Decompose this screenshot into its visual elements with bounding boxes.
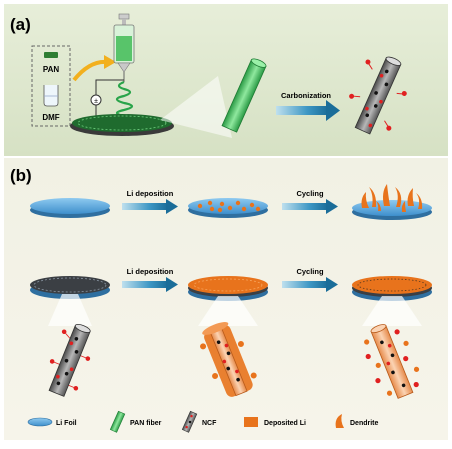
chemical-pan-label: PAN [43,65,60,74]
li-foil-dendrite-disc [352,184,432,220]
panel-a-label: (a) [10,15,31,34]
electrospinning-jet [115,80,134,118]
row2-cycling-arrow [282,281,328,288]
carbonization-arrow-shaft [276,106,328,115]
ncf-tube-b1 [48,323,91,397]
ncf-swatch [181,410,198,433]
ncf-deposited-disc [188,276,268,301]
legend-item-pan-fiber: PAN fiber [109,410,162,433]
legend-item-dendrite: Dendrite [335,414,379,428]
row1-cycling-arrowhead [326,199,338,214]
pan-fiber-swatch [109,410,126,433]
row1-deposition-arrowhead [166,199,178,214]
zoom-beam-b3 [362,296,422,326]
pan-fiber [221,58,267,133]
carbonization-label: Carbonization [281,91,331,100]
ncf-tube-b2 [200,322,257,397]
legend-item-li-foil: Li Foil [27,417,77,427]
syringe-icon [113,13,135,82]
beaker-icon [43,85,59,107]
legend: Li Foil PAN fiber NCF Deposited Li Dendr… [27,410,379,433]
row2-cycling-arrowhead [326,277,338,292]
legend-label-deposited-li: Deposited Li [264,420,306,427]
ncf-li-foil-disc [30,276,110,299]
li-foil-deposited-disc [188,198,268,218]
power-supply-icon [90,94,102,106]
row2-step2-label: Cycling [296,267,324,276]
power-wire [95,79,124,124]
chemical-dmf-label: DMF [42,113,59,122]
row1-deposition-arrow [122,203,168,210]
collector-fiber-texture [77,115,167,131]
row2-deposition-arrow [122,281,168,288]
zoom-beam-b1 [48,294,92,326]
ncf-cycled-disc [352,276,432,301]
legend-label-dendrite: Dendrite [350,420,379,427]
ncf-tube-a [349,56,407,135]
legend-item-deposited-li: Deposited Li [244,417,306,427]
row1-cycling-arrow [282,203,328,210]
dendrite-swatch [335,414,344,428]
row1-step1-label: Li deposition [127,189,174,198]
row2-step1-label: Li deposition [127,267,174,276]
row1-step2-label: Cycling [296,189,324,198]
li-foil-swatch [27,417,53,427]
legend-label-li-foil: Li Foil [56,420,77,427]
row2-deposition-arrowhead [166,277,178,292]
yellow-arrowhead [104,55,116,69]
collector-fiber-mat [72,114,172,132]
legend-label-ncf: NCF [202,420,217,427]
chemicals-box [31,45,71,127]
pan-powder-icon [44,52,58,58]
zoom-beam-b2 [198,296,258,326]
legend-item-ncf: NCF [181,410,217,433]
ncf-tube-b3 [364,324,420,399]
power-sign: ± [94,98,98,105]
zoom-beam-a [160,76,232,138]
li-foil-disc-1 [30,198,110,218]
panel-b-label: (b) [10,166,32,185]
legend-label-pan-fiber: PAN fiber [130,420,162,427]
carbonization-arrowhead [326,100,340,121]
deposited-li-swatch [244,417,258,427]
